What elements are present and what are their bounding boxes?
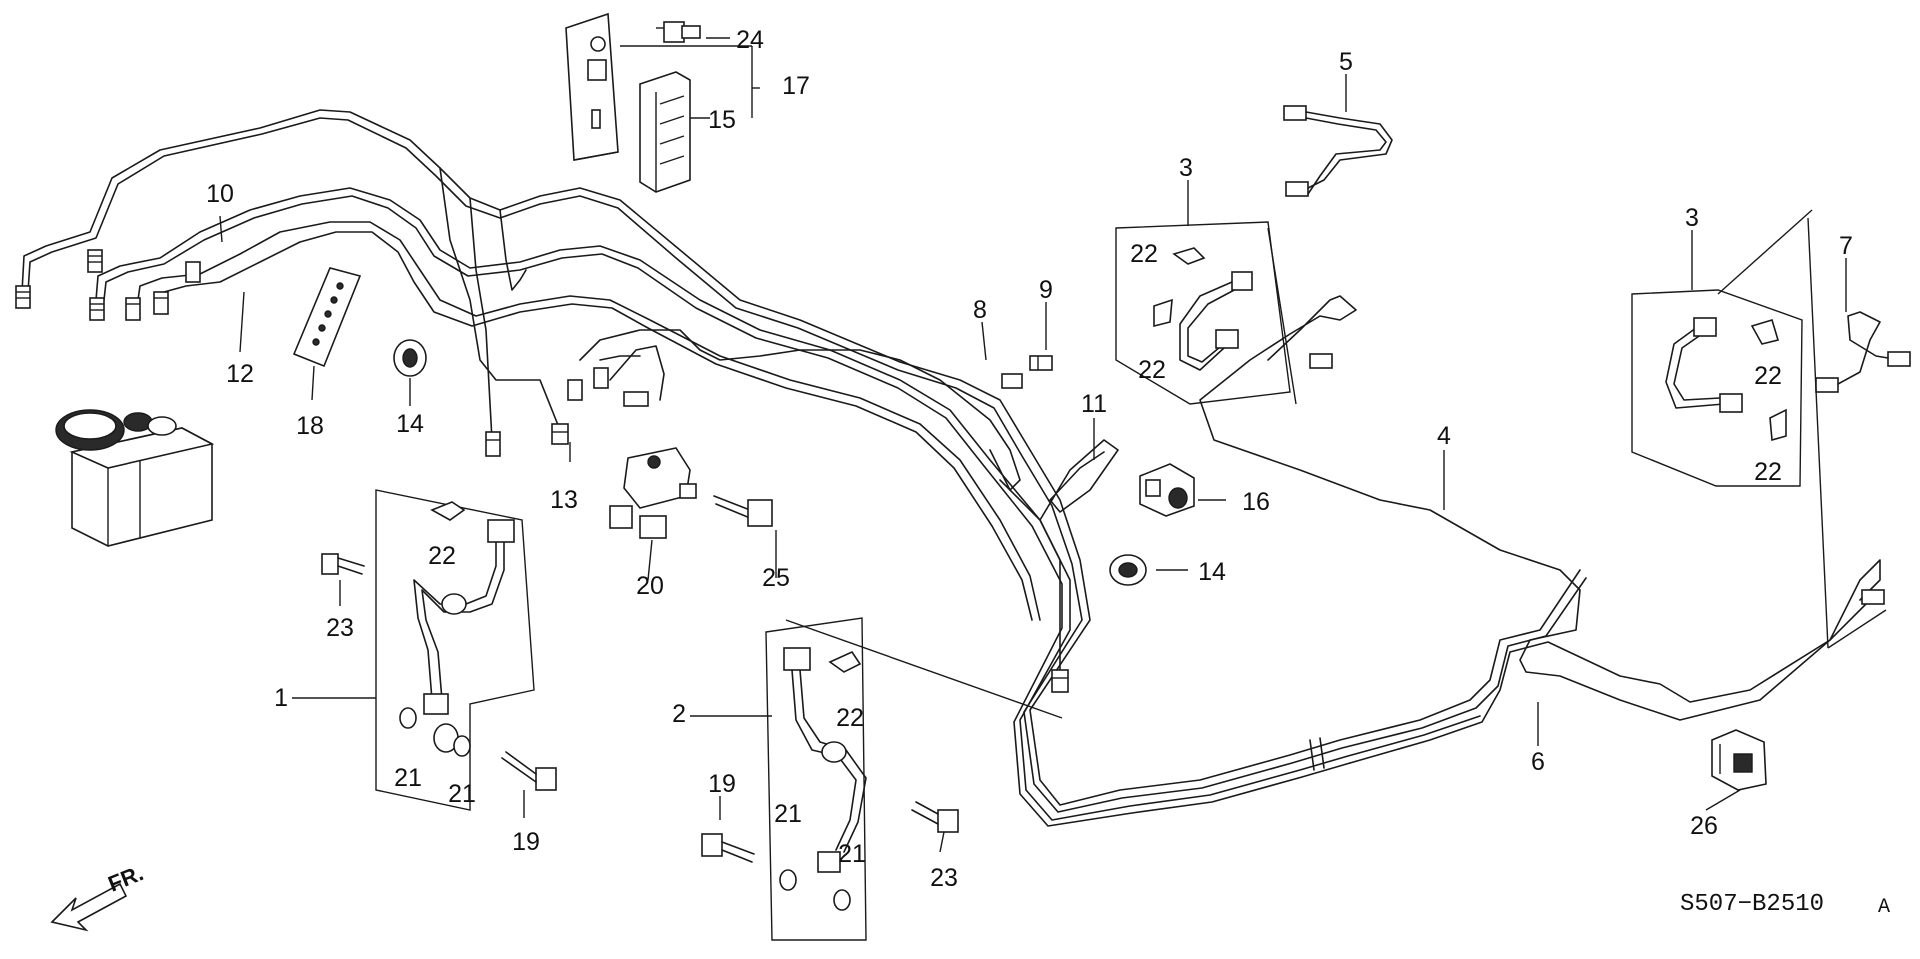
- abs-modulator-unit: [55, 409, 215, 547]
- part-14-grommet-b: [1109, 554, 1147, 586]
- part-20-proportioning-valve: [609, 447, 697, 539]
- callout-18: 18: [296, 412, 324, 440]
- arrow-down-left-icon: [50, 882, 128, 932]
- diagram-code-suffix: A: [1878, 896, 1890, 919]
- callout-3-right: 3: [1685, 204, 1699, 232]
- part-19-bolt-a: [501, 751, 557, 791]
- callout-leaders: [219, 37, 1847, 853]
- callout-1: 1: [274, 684, 288, 712]
- callout-20: 20: [636, 572, 664, 600]
- brake-pipe-7: [1837, 311, 1889, 385]
- callout-17: 17: [782, 72, 810, 100]
- part-14-grommet-a: [393, 339, 427, 377]
- fitting-left-4: [125, 297, 141, 321]
- group-2-front-hose-right: [765, 617, 1063, 941]
- callout-3-left: 3: [1179, 154, 1193, 182]
- leader-group-7: [1807, 217, 1829, 649]
- callout-7: 7: [1839, 232, 1853, 260]
- callout-10: 10: [206, 180, 234, 208]
- fitting-left-6: [185, 261, 201, 283]
- part-19-bolt-b: [701, 833, 755, 863]
- fitting-9: [1029, 355, 1053, 371]
- callout-21-d: 21: [838, 840, 866, 868]
- callout-labels: 1 2 3 3 4 5 6 7 8 9 10 11 12 13 14 14 15…: [206, 26, 1853, 892]
- callout-22-b: 22: [1138, 356, 1166, 384]
- front-label: FR.: [105, 860, 147, 896]
- fitting-mid-b: [593, 367, 609, 389]
- part-23-bolt-b: [911, 801, 959, 833]
- fitting-left-2: [87, 249, 103, 273]
- callout-26: 26: [1690, 812, 1718, 840]
- fitting-7b: [1887, 351, 1911, 367]
- group-1-front-hose-left: [375, 489, 535, 811]
- callout-23-a: 23: [326, 614, 354, 642]
- callout-23-b: 23: [930, 864, 958, 892]
- callout-2: 2: [672, 700, 686, 728]
- flare-nut-fittings: [15, 105, 1911, 693]
- part-24-bolt: [656, 21, 701, 43]
- leader-group-7b: [1827, 609, 1887, 649]
- callout-8: 8: [973, 296, 987, 324]
- callout-22-d: 22: [836, 704, 864, 732]
- callout-9: 9: [1039, 276, 1053, 304]
- fitting-13b: [551, 423, 569, 445]
- fitting-left-3: [89, 297, 105, 321]
- part-18-bracket-strip: [292, 267, 362, 368]
- brake-pipe-5: [1305, 111, 1393, 189]
- fitting-5b: [1285, 181, 1309, 197]
- part-15-connector-block: [639, 71, 691, 193]
- part-25-bolt: [713, 495, 773, 527]
- group-3-rear-hose-left: [1115, 221, 1297, 405]
- fitting-mid-a: [567, 379, 583, 401]
- part-17-mounting-bracket: [565, 12, 619, 161]
- callout-14-a: 14: [396, 410, 424, 438]
- callout-19-b: 19: [512, 828, 540, 856]
- callout-22-e: 22: [1754, 362, 1782, 390]
- front-direction-indicator: FR.: [50, 860, 147, 932]
- diagram-code: S507−B2510: [1680, 891, 1824, 918]
- callout-6: 6: [1531, 748, 1545, 776]
- callout-4: 4: [1437, 422, 1451, 450]
- callout-21-a: 21: [394, 764, 422, 792]
- fitting-8: [1001, 373, 1023, 389]
- fitting-7a: [1815, 377, 1839, 393]
- part-16-clip: [1139, 463, 1195, 517]
- callout-21-b: 21: [448, 780, 476, 808]
- callout-13: 13: [550, 486, 578, 514]
- callout-11: 11: [1081, 390, 1107, 418]
- callout-12: 12: [226, 360, 254, 388]
- brake-pipe-5b: [1305, 117, 1387, 195]
- callout-24: 24: [736, 26, 764, 54]
- brake-pipe-bundle: [21, 109, 1881, 827]
- callout-22-c: 22: [428, 542, 456, 570]
- callout-16: 16: [1242, 488, 1270, 516]
- callout-19-a: 19: [708, 770, 736, 798]
- fitting-left-1: [15, 285, 31, 309]
- fitting-5a: [1283, 105, 1307, 121]
- callout-14-b: 14: [1198, 558, 1226, 586]
- fitting-mid-c: [623, 391, 649, 407]
- callout-22-f: 22: [1754, 458, 1782, 486]
- callout-21-c: 21: [774, 800, 802, 828]
- part-26-clip: [1711, 729, 1767, 791]
- fitting-rear-left: [1051, 669, 1069, 693]
- fitting-left-5: [153, 291, 169, 315]
- callout-25: 25: [762, 564, 790, 592]
- brake-pipe-11: [1039, 439, 1119, 521]
- group-3-rear-hose-right: [1631, 209, 1813, 487]
- fitting-4: [1309, 353, 1333, 369]
- fitting-13a: [485, 431, 501, 457]
- fitting-rear-right: [1861, 589, 1885, 605]
- callout-5: 5: [1339, 48, 1353, 76]
- callout-22-a: 22: [1130, 240, 1158, 268]
- diagram-reference-code: S507−B2510 A: [1680, 891, 1890, 919]
- callout-15: 15: [708, 106, 736, 134]
- part-23-bolt-a: [321, 553, 365, 575]
